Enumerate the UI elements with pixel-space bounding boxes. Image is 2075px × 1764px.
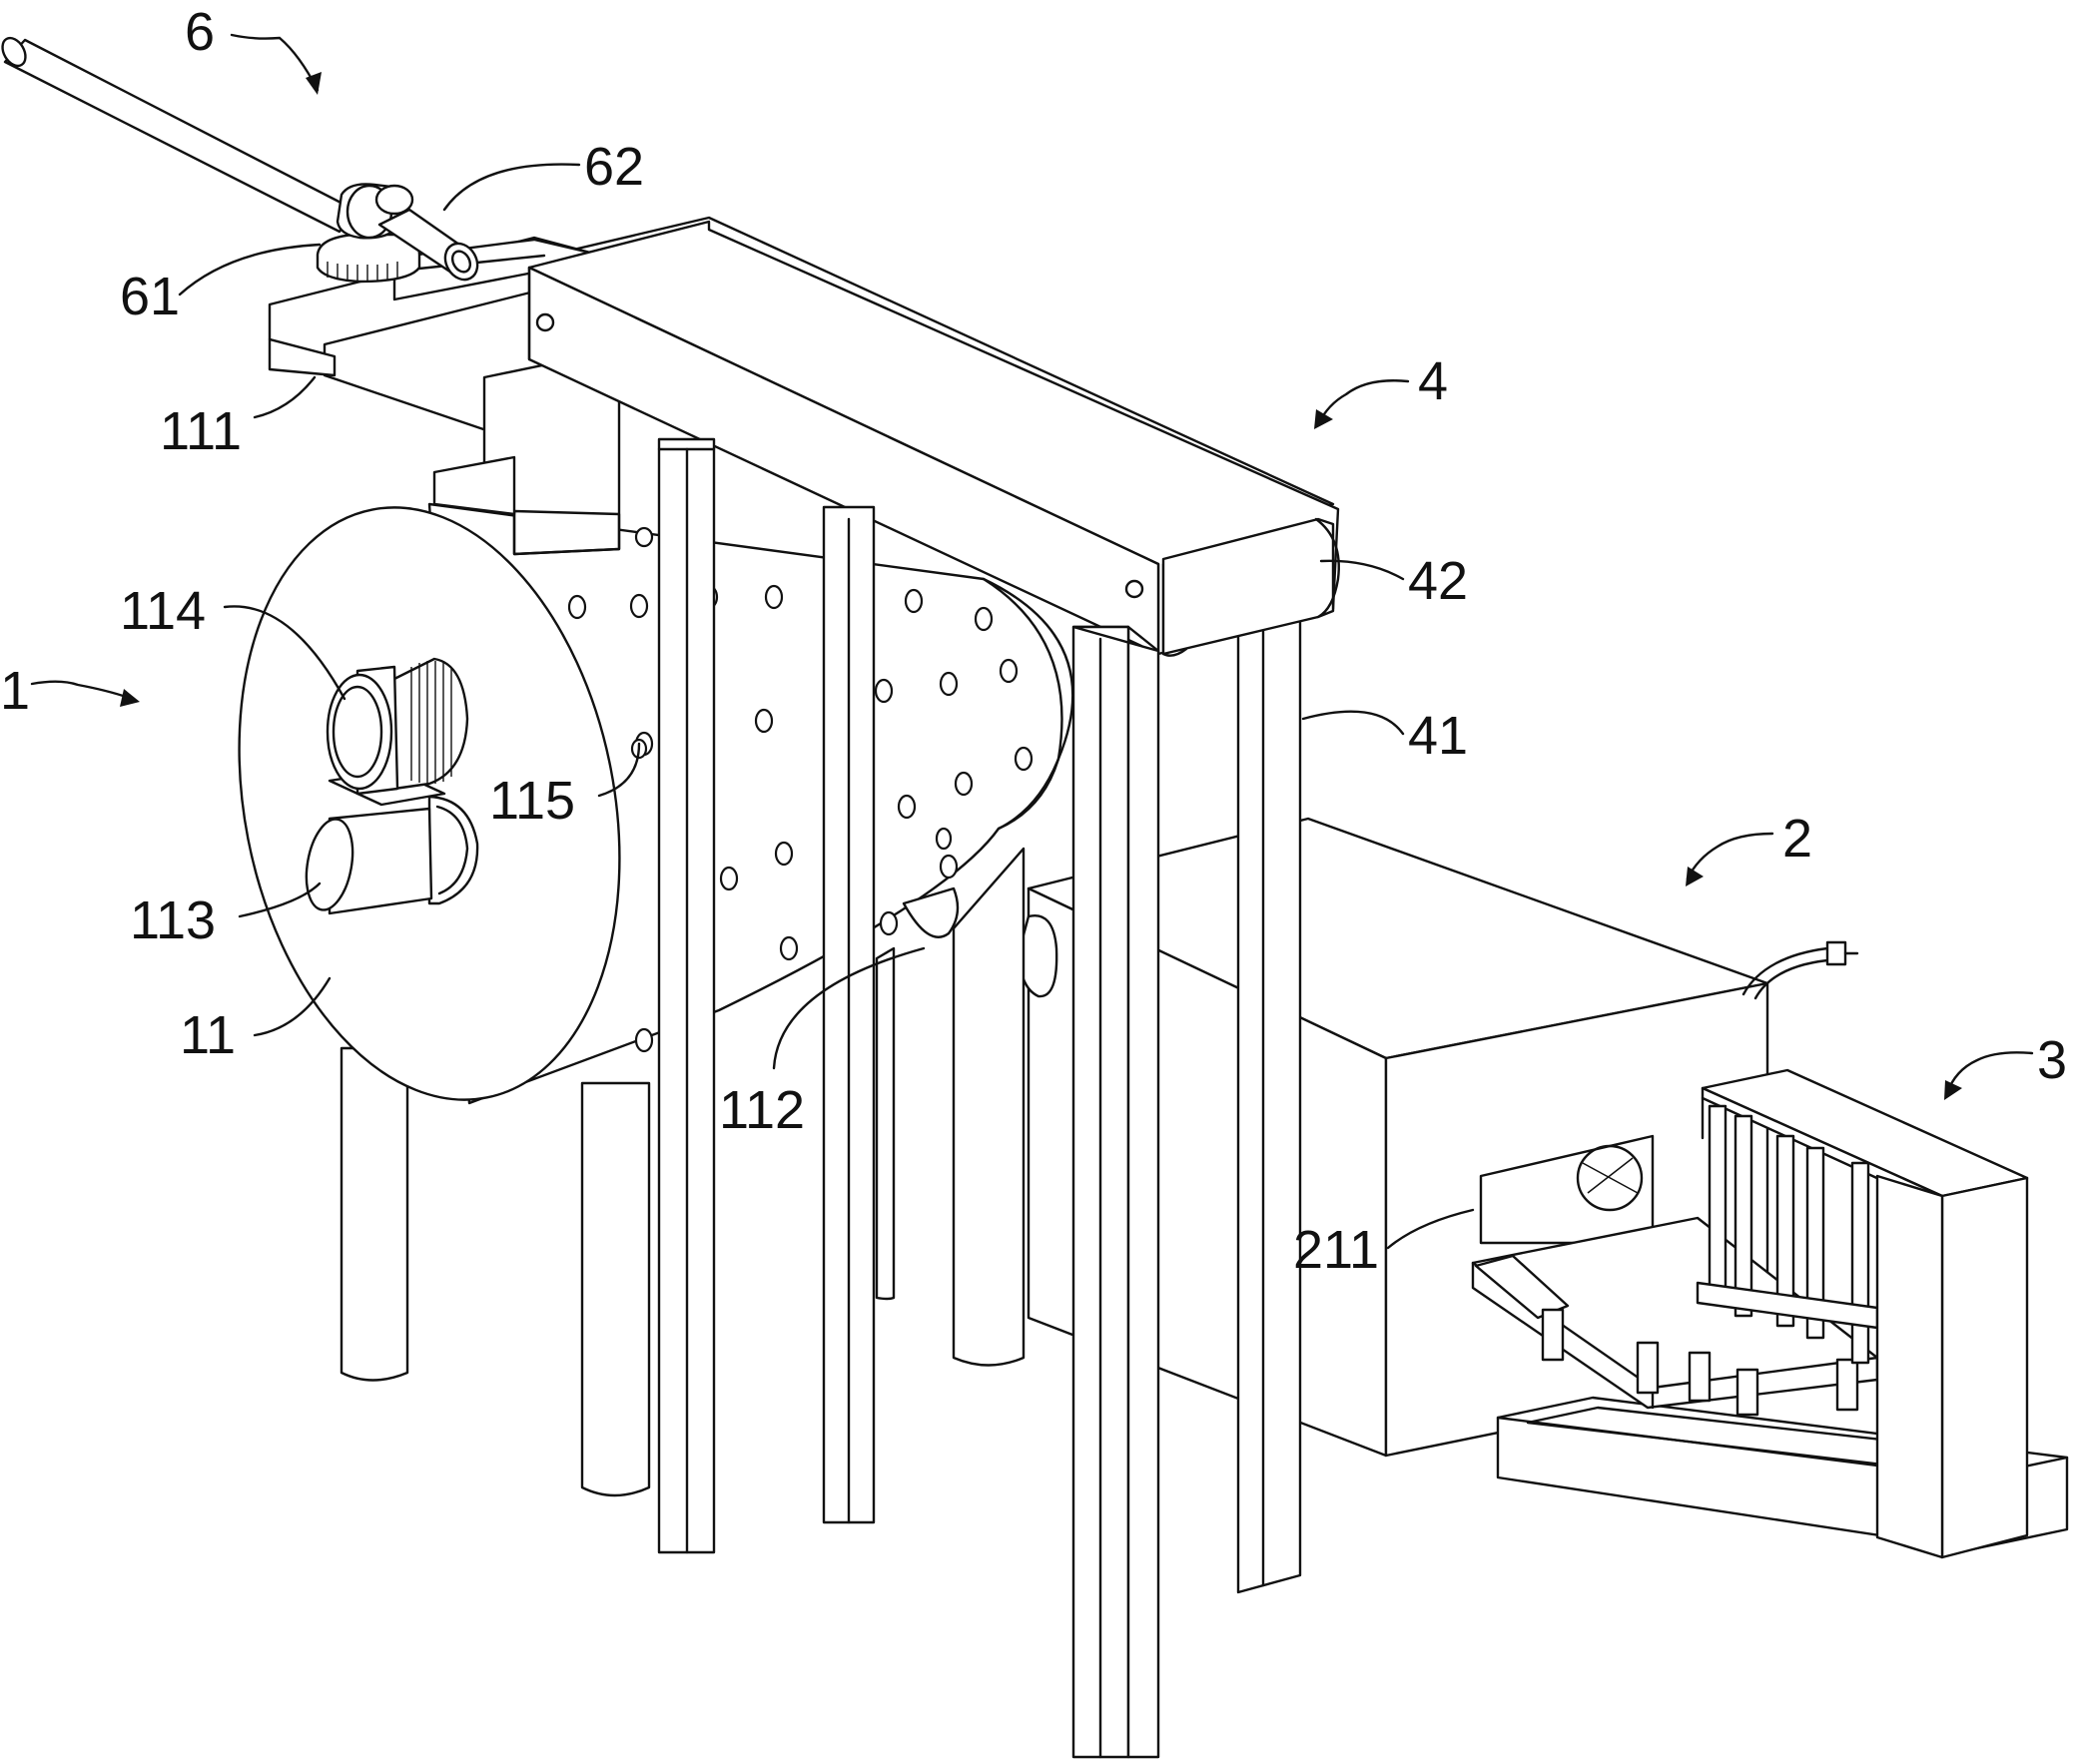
label-111: 111 [160,401,242,461]
motor-assembly [305,657,479,915]
conveyor-rear-legs [1236,599,1302,1594]
label-61: 61 [120,267,180,326]
label-6: 6 [185,2,215,62]
reference-numerals: 6 62 61 111 4 114 42 1 41 115 113 2 11 1… [0,2,2067,1280]
label-1: 1 [0,661,30,721]
label-2: 2 [1782,809,1812,869]
label-41: 41 [1408,706,1468,766]
label-112: 112 [719,1080,805,1140]
conveyor-front-legs [657,437,1160,1759]
label-115: 115 [489,771,575,831]
label-3: 3 [2037,1030,2067,1090]
label-4: 4 [1418,351,1448,411]
drum-holes [567,526,1034,1053]
conveyor-top-beam [527,220,1340,657]
feed-hopper [268,236,621,556]
pipe-assembly [1,36,479,284]
pressing-unit [1471,1068,2069,1559]
label-113: 113 [130,890,216,950]
drum-legs [340,847,1026,1497]
label-211: 211 [1293,1220,1379,1280]
callouts [30,33,2034,1250]
label-114: 114 [120,581,206,641]
label-42: 42 [1408,551,1468,611]
label-11: 11 [180,1005,236,1065]
label-62: 62 [584,137,644,197]
